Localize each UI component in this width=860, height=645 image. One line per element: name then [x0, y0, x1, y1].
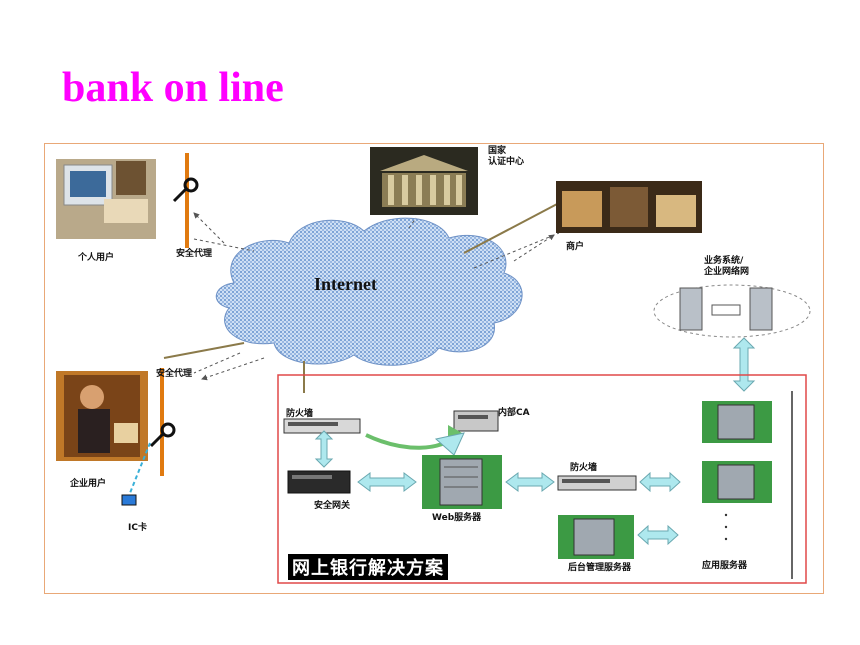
internal-ca-label: 内部CA — [498, 408, 530, 418]
personal-user-label: 个人用户 — [78, 253, 115, 263]
firewall-2 — [557, 475, 637, 491]
web-server-label: Web服务器 — [432, 513, 482, 523]
firewall-1 — [283, 418, 361, 434]
business-system-label: 业务系统/ 企业网络网 — [704, 256, 750, 277]
key-icon — [149, 422, 176, 448]
ic-card-label: IC卡 — [128, 523, 147, 533]
app-server-ellipsis — [724, 513, 728, 541]
diagram-frame — [44, 143, 824, 594]
enterprise-user-photo — [56, 371, 148, 461]
personal-user-photo — [56, 159, 156, 239]
merchant-photo — [556, 181, 702, 233]
key-icon — [172, 177, 199, 203]
admin-server — [558, 515, 634, 559]
security-proxy-left-label: 安全代理 — [156, 369, 193, 379]
cert-center-photo — [370, 147, 478, 215]
internet-cloud — [216, 217, 523, 366]
app-server-1 — [702, 401, 772, 443]
app-server-2 — [702, 461, 772, 503]
admin-server-label: 后台管理服务器 — [568, 563, 632, 573]
network-links — [163, 202, 560, 393]
business-link-arrow — [732, 337, 756, 392]
firewall-label-2: 防火墙 — [570, 463, 598, 473]
internal-ca-server — [453, 410, 499, 432]
merchant-label: 商户 — [566, 242, 585, 252]
security-proxy-top-pole — [185, 153, 189, 248]
cert-center-label: 国家 认证中心 — [488, 146, 525, 167]
ic-card-icon — [121, 494, 137, 506]
security-gateway-label: 安全网关 — [314, 501, 351, 511]
page-title: bank on line — [62, 65, 284, 111]
gateway-vertical-arrow — [314, 430, 334, 468]
firewall-label-1: 防火墙 — [286, 409, 314, 419]
internet-label: Internet — [314, 274, 377, 294]
business-system-cloud — [653, 284, 811, 338]
network-diagram: Internet — [56, 147, 811, 584]
solution-title: 网上银行解决方案 — [288, 554, 448, 580]
security-proxy-left-pole — [160, 368, 164, 476]
web-server — [422, 455, 502, 509]
enterprise-user-label: 企业用户 — [70, 479, 107, 489]
security-proxy-top-label: 安全代理 — [176, 249, 213, 259]
solution-frame — [277, 374, 807, 584]
app-server-label: 应用服务器 — [702, 561, 748, 571]
flow-arrows — [357, 471, 681, 546]
security-gateway — [287, 470, 351, 494]
